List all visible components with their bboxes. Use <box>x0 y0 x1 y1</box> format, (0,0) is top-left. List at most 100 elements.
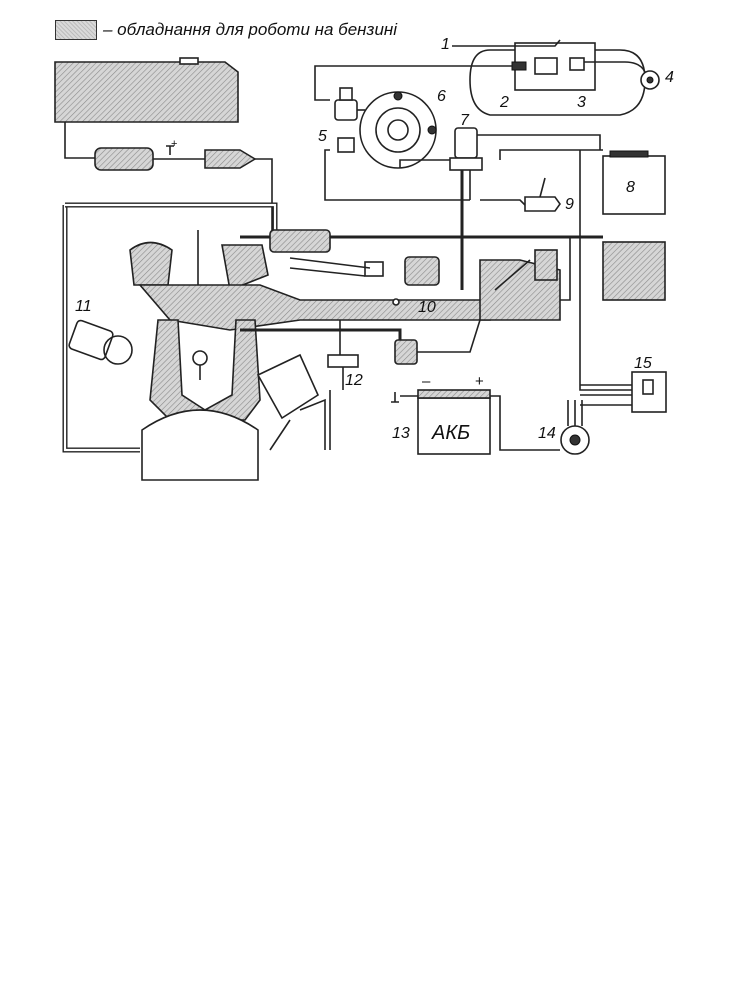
lower-hoses <box>240 319 481 450</box>
filler-valve <box>511 61 527 71</box>
gas-injector-hoses <box>289 257 371 277</box>
label-1: 1 <box>441 36 450 53</box>
label-15: 15 <box>634 355 652 372</box>
battery-plus-cable <box>490 395 560 451</box>
distributor <box>256 353 326 451</box>
battery-plus: + <box>475 373 484 390</box>
spark-plug <box>192 350 208 366</box>
battery-label: АКБ <box>431 422 470 444</box>
lpg-supply-line <box>314 65 495 101</box>
petrol-ecu <box>602 241 666 301</box>
pump-terminal <box>166 145 174 155</box>
remote-filler-valve-core <box>646 76 654 84</box>
pump-ground-mark: + <box>171 138 177 150</box>
map-sensor <box>404 256 440 286</box>
label-14: 14 <box>538 425 556 442</box>
coil-body <box>68 319 114 361</box>
reducer-center <box>387 119 409 141</box>
relay-coil <box>642 379 654 395</box>
gas-reducer-group <box>314 65 495 201</box>
controller-group <box>480 149 666 215</box>
lpg-tank-assembly <box>452 39 660 116</box>
label-7: 7 <box>460 112 470 129</box>
relay-15 <box>580 371 667 413</box>
switch-knob <box>569 434 581 446</box>
petrol-filter <box>204 149 257 169</box>
battery-body <box>417 397 491 455</box>
lpg-tank-outline <box>469 49 646 116</box>
battery-minus: – <box>422 373 431 390</box>
label-13: 13 <box>392 425 410 442</box>
temp-sensor-12 <box>327 320 359 390</box>
callout-1-leader <box>452 39 561 47</box>
label-3: 3 <box>577 94 586 111</box>
gas-injector-rail <box>269 229 331 253</box>
relay-wires <box>580 384 632 406</box>
ignition-coil-11 <box>68 319 133 365</box>
battery-top <box>417 389 491 399</box>
petrol-pump <box>94 147 154 171</box>
label-6: 6 <box>437 88 446 105</box>
label-10: 10 <box>418 299 436 316</box>
intake-manifold <box>138 284 491 331</box>
engine-intake <box>129 229 561 331</box>
petrol-pump-filter <box>64 122 273 235</box>
coil-pulley <box>103 335 133 365</box>
label-11: 11 <box>75 298 92 315</box>
vacuum-port <box>392 298 400 306</box>
crankcase <box>141 409 259 481</box>
distributor-cap <box>256 353 320 420</box>
gas-dispenser <box>454 127 478 159</box>
petrol-tank-cap <box>179 57 199 65</box>
label-8: 8 <box>626 179 635 196</box>
battery-13 <box>391 389 560 455</box>
lower-gas-hose <box>240 328 402 360</box>
multivalve-unit <box>534 57 558 75</box>
gas-injector-lower <box>394 339 418 365</box>
ecu-harness-top <box>499 149 603 160</box>
relay-body <box>631 371 667 413</box>
throttle-arm <box>494 259 531 291</box>
idle-actuator <box>534 249 558 281</box>
petrol-tank-body <box>54 61 239 123</box>
solenoid-valve <box>334 99 358 121</box>
reducer-diaphragm <box>375 107 421 153</box>
label-5: 5 <box>318 128 327 145</box>
harness-to-relay <box>579 150 640 391</box>
engine-block <box>141 319 261 481</box>
reducer-bolt-2 <box>427 125 437 135</box>
dispenser-base <box>449 157 483 171</box>
label-4: 4 <box>665 69 674 86</box>
legend: – обладнання для роботи на бензині <box>55 20 397 40</box>
switch-harness <box>480 199 526 206</box>
petrol-line-left <box>64 122 95 159</box>
ground-symbol <box>391 392 399 403</box>
throttle-body <box>221 244 269 292</box>
solenoid-base <box>337 137 355 153</box>
reducer-to-dispenser <box>399 159 450 168</box>
lambda-probe-9 <box>524 196 561 212</box>
level-sensor <box>569 57 585 71</box>
solenoid-coil <box>339 87 353 101</box>
remote-filler-line <box>584 61 646 73</box>
label-9: 9 <box>565 196 574 213</box>
air-filter-housing <box>129 241 173 286</box>
injector-connector <box>364 261 384 277</box>
legend-swatch-hatched <box>55 20 97 40</box>
sensor-12-body <box>327 354 359 368</box>
label-12: 12 <box>345 372 363 389</box>
lower-hose-right <box>417 319 481 353</box>
gas-dispenser-group <box>399 127 601 290</box>
lambda-probe-wire <box>539 177 546 198</box>
cylinder-head <box>149 319 261 421</box>
label-2: 2 <box>499 94 509 111</box>
fuel-switch-14 <box>560 400 590 455</box>
dispenser-to-controller <box>477 134 601 150</box>
ecu-connector <box>609 150 649 158</box>
petrol-line-right <box>255 158 273 235</box>
petrol-tank <box>54 57 239 123</box>
harness-top-loop <box>65 202 278 235</box>
distributor-leads <box>269 398 326 451</box>
